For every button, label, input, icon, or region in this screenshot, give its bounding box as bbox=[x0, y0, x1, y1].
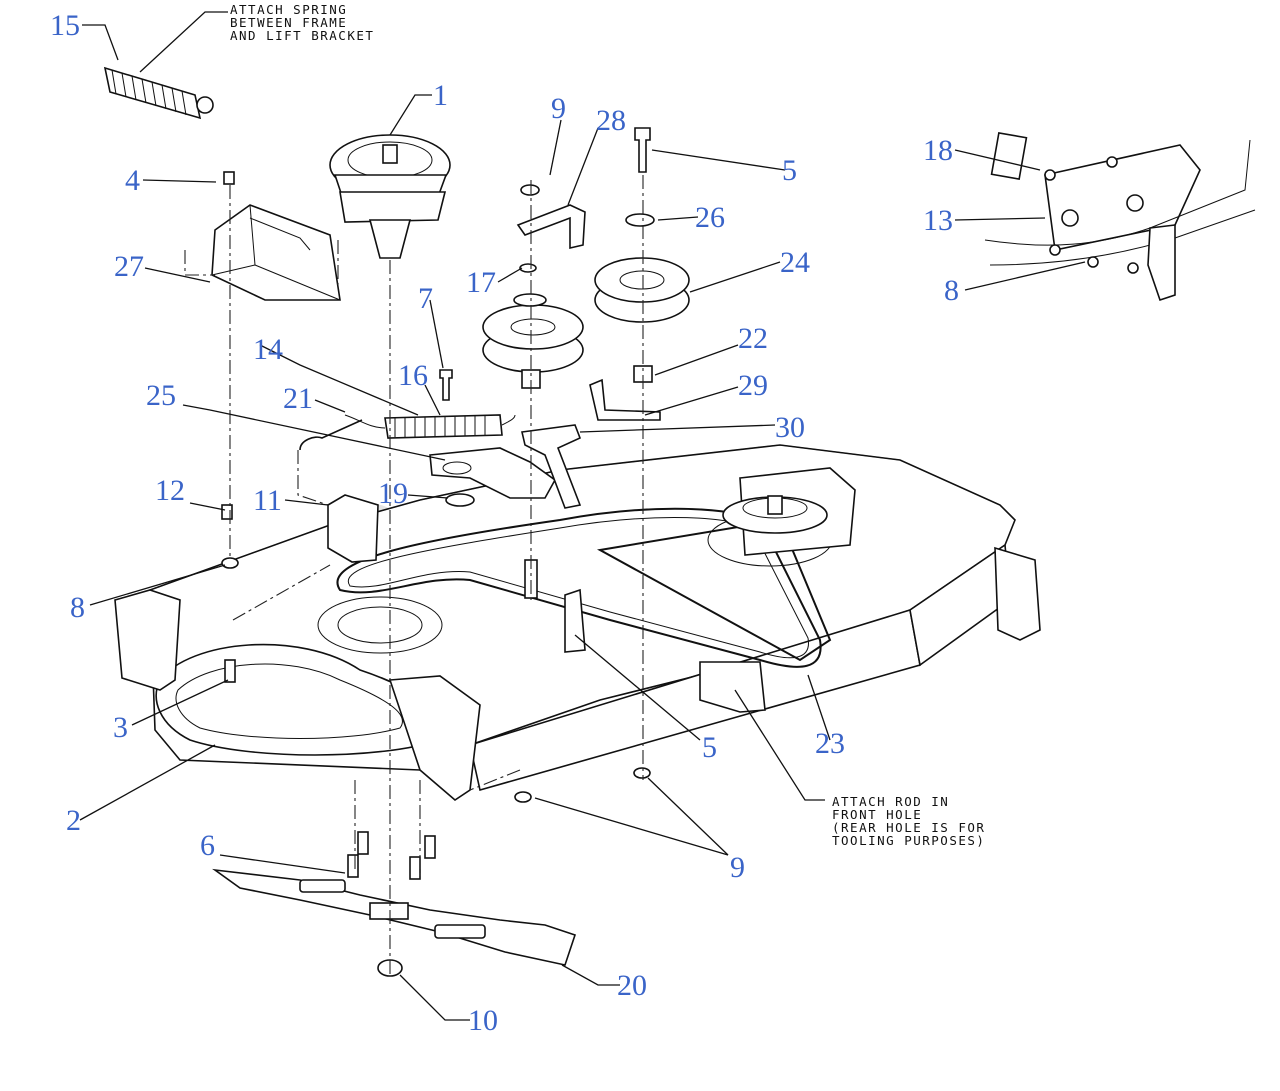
callout-27: 27 bbox=[114, 250, 144, 283]
callout-23: 23 bbox=[815, 727, 845, 760]
idler-bracket-30 bbox=[521, 424, 582, 509]
spindle-cover-bracket bbox=[211, 204, 341, 301]
callout-17: 17 bbox=[466, 266, 496, 299]
callout-30: 30 bbox=[775, 411, 805, 444]
callout-9-bottom: 9 bbox=[730, 851, 745, 884]
callout-6: 6 bbox=[200, 829, 215, 862]
note-rod: ATTACH ROD IN FRONT HOLE (REAR HOLE IS F… bbox=[832, 794, 985, 848]
svg-text:AND LIFT BRACKET: AND LIFT BRACKET bbox=[230, 28, 374, 43]
callout-2: 2 bbox=[66, 804, 81, 837]
svg-text:ATTACH SPRING: ATTACH SPRING bbox=[230, 2, 347, 17]
bolt-5-top bbox=[634, 127, 651, 173]
callout-12: 12 bbox=[155, 474, 185, 507]
idler-arm bbox=[429, 447, 557, 499]
callout-9-top: 9 bbox=[551, 92, 566, 125]
idler-bracket bbox=[516, 204, 586, 250]
callout-10: 10 bbox=[468, 1004, 498, 1037]
callout-28: 28 bbox=[596, 104, 626, 137]
callout-26: 26 bbox=[695, 201, 725, 234]
svg-text:(REAR HOLE IS FOR: (REAR HOLE IS FOR bbox=[832, 820, 985, 835]
note-spring: ATTACH SPRING BETWEEN FRAME AND LIFT BRA… bbox=[230, 2, 374, 43]
spindle-assembly bbox=[329, 134, 451, 259]
lift-spring bbox=[103, 66, 214, 120]
callout-14: 14 bbox=[253, 333, 283, 366]
callout-20: 20 bbox=[617, 969, 647, 1002]
svg-text:BETWEEN FRAME: BETWEEN FRAME bbox=[230, 15, 347, 30]
callout-5-top: 5 bbox=[782, 154, 797, 187]
svg-text:FRONT HOLE: FRONT HOLE bbox=[832, 807, 922, 822]
callout-15: 15 bbox=[50, 9, 80, 42]
idler-pulley-flat bbox=[482, 293, 584, 389]
lift-rod bbox=[299, 419, 363, 451]
callout-24: 24 bbox=[780, 246, 810, 279]
callout-22: 22 bbox=[738, 322, 768, 355]
callout-7: 7 bbox=[418, 282, 433, 315]
callout-25: 25 bbox=[146, 379, 176, 412]
idler-pulley-large bbox=[594, 213, 690, 323]
bracket-29 bbox=[589, 378, 661, 421]
callout-21: 21 bbox=[283, 382, 313, 415]
lift-bracket-11 bbox=[327, 494, 379, 563]
right-spindle-assembly bbox=[722, 467, 856, 556]
svg-text:ATTACH ROD IN: ATTACH ROD IN bbox=[832, 794, 949, 809]
callout-18: 18 bbox=[923, 134, 953, 167]
callout-11: 11 bbox=[253, 484, 282, 517]
callout-1: 1 bbox=[433, 79, 448, 112]
callout-4: 4 bbox=[125, 164, 140, 197]
callout-13: 13 bbox=[923, 204, 953, 237]
callout-19: 19 bbox=[378, 477, 408, 510]
callout-16: 16 bbox=[398, 359, 428, 392]
svg-text:TOOLING PURPOSES): TOOLING PURPOSES) bbox=[832, 833, 985, 848]
callout-5-bottom: 5 bbox=[702, 731, 717, 764]
callout-3: 3 bbox=[113, 711, 128, 744]
idler-spring bbox=[344, 414, 516, 439]
callout-29: 29 bbox=[738, 369, 768, 402]
mower-blade bbox=[212, 868, 577, 966]
inset-detail bbox=[984, 131, 1256, 302]
callout-8: 8 bbox=[70, 591, 85, 624]
callout-8-inset: 8 bbox=[944, 274, 959, 307]
